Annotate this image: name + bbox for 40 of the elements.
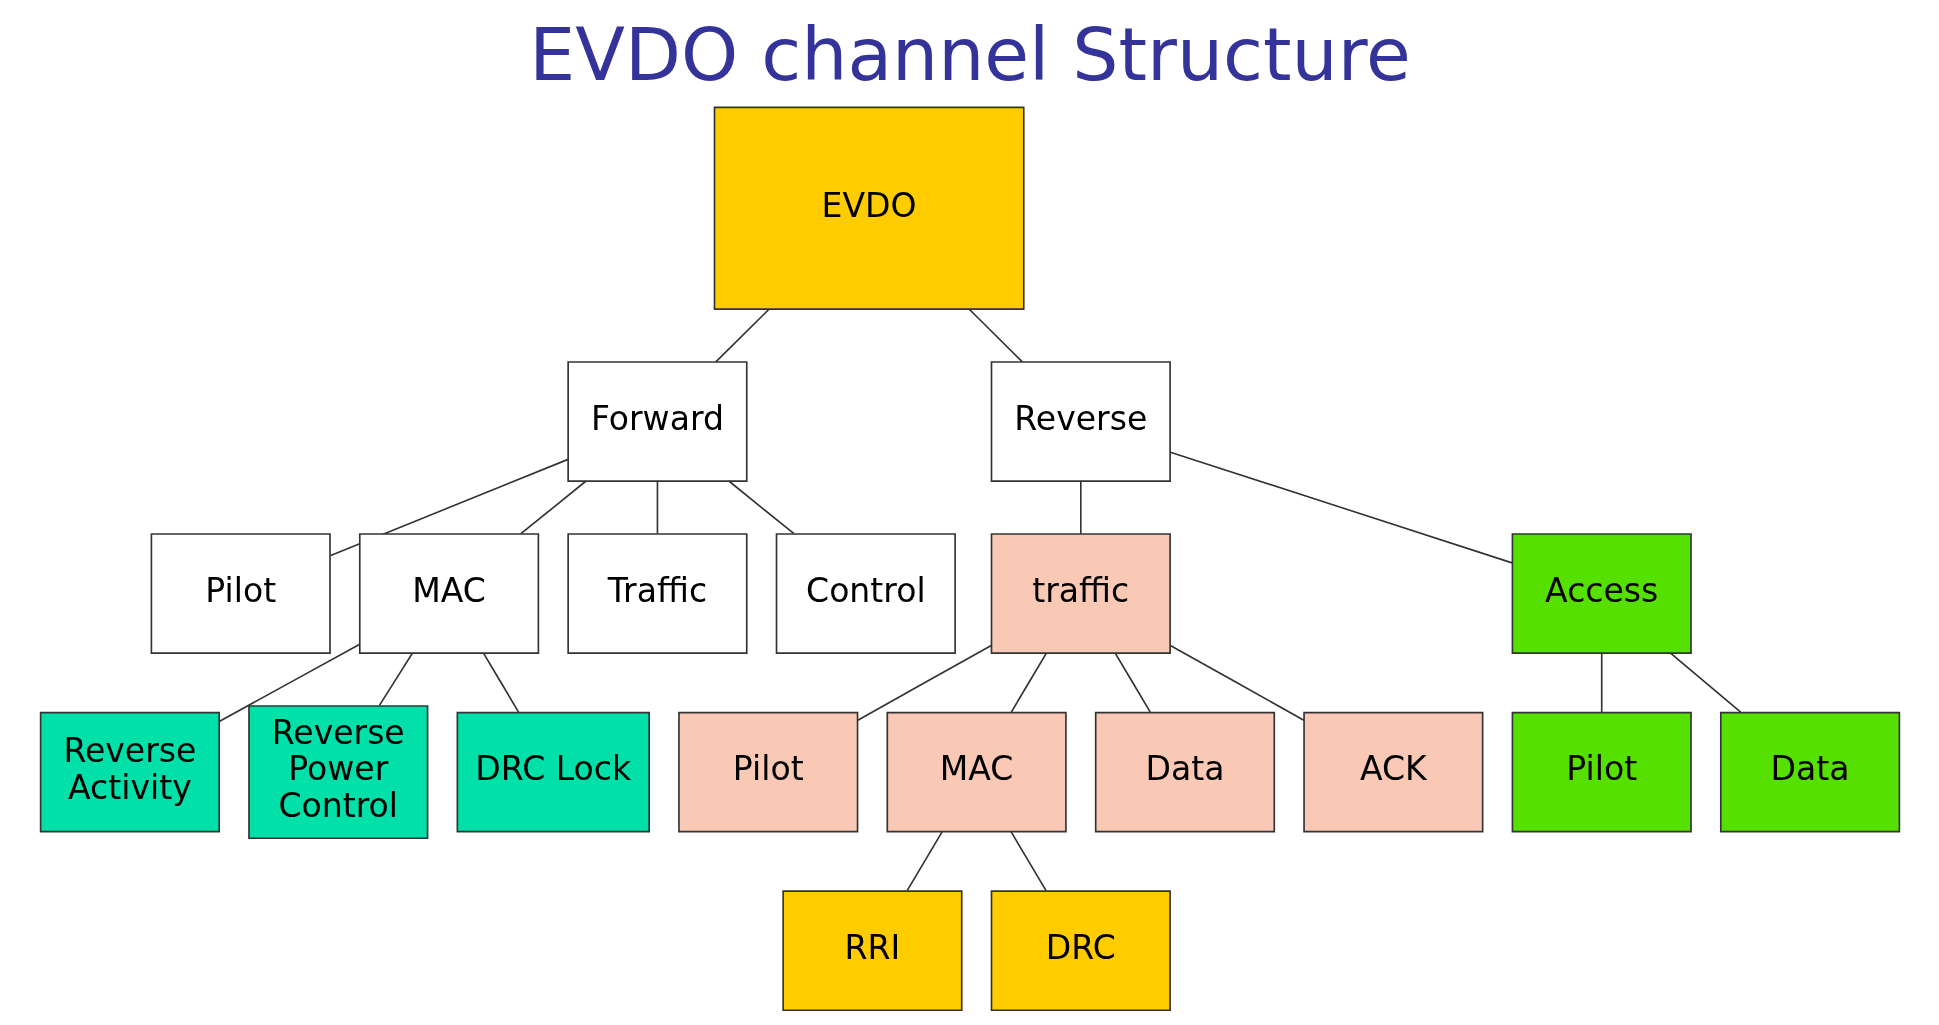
node-box: RRI (781, 890, 963, 1012)
connector (519, 480, 587, 535)
node-box: MAC (886, 711, 1067, 833)
connector (727, 480, 795, 535)
node-box: EVDO (713, 106, 1025, 310)
node-box: Access (1511, 533, 1692, 654)
node-box: DRC (990, 890, 1171, 1012)
node-box: Reverse (990, 361, 1171, 482)
node-box: traffic (990, 533, 1171, 654)
connector (482, 652, 519, 713)
node-box: Reverse Activity (39, 711, 220, 833)
node-box: Pilot (150, 533, 331, 654)
connector (968, 308, 1023, 363)
connector (905, 830, 943, 892)
connector (1669, 652, 1741, 713)
connector (217, 643, 361, 723)
connector (714, 308, 770, 363)
connector (1113, 652, 1151, 713)
node-box: Reverse Power Control (247, 705, 428, 840)
diagram-title: EVDO channel Structure (528, 11, 1411, 97)
node-box: MAC (358, 533, 539, 654)
connector (1009, 830, 1047, 892)
connector (329, 458, 569, 557)
connector (656, 480, 658, 535)
node-box: Control (775, 533, 956, 654)
node-box: Data (1094, 711, 1275, 833)
node-box: Pilot (1511, 711, 1692, 833)
node-box: Forward (566, 361, 748, 482)
node-box: Data (1719, 711, 1900, 833)
node-box: DRC Lock (456, 711, 650, 833)
connector (1169, 644, 1305, 722)
connector (1079, 480, 1082, 535)
connector (378, 652, 413, 707)
node-box: ACK (1302, 711, 1483, 833)
connector (856, 644, 992, 722)
connector (1600, 652, 1603, 713)
node-box: Pilot (677, 711, 858, 833)
connector (1169, 451, 1513, 564)
connector (1010, 652, 1047, 713)
node-box: Traffic (566, 533, 748, 654)
